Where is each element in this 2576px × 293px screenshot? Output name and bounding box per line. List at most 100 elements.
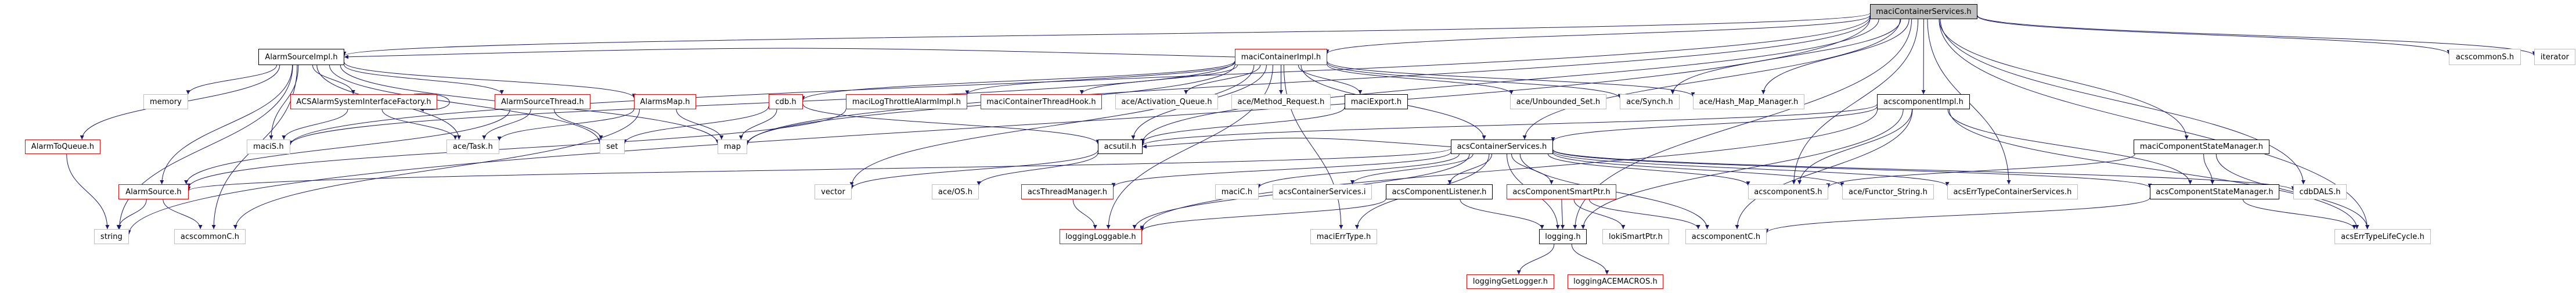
node-acsutil[interactable]: acsutil.h	[1098, 140, 1143, 154]
edge-root-to-AlarmSourceImpl	[343, 13, 1871, 56]
edge-AlarmSourceThread-to-aceTask	[482, 109, 531, 140]
edge-root-to-acscommonS	[1977, 16, 2451, 55]
node-alarm-to-queue[interactable]: AlarmToQueue.h	[25, 140, 100, 154]
node-root[interactable]: maciContainerServices.h	[1870, 4, 1977, 19]
node-ace-task: ace/Task.h	[446, 140, 499, 154]
node-label: maciContainerServices.h	[1876, 7, 1972, 16]
edge-AlarmSourceImpl-to-AlarmSource	[160, 65, 293, 185]
node-maci-export[interactable]: maciExport.h	[1345, 94, 1408, 109]
edge-acsContainerServices-to-acsComponentStateManager	[1552, 149, 2152, 188]
edge-acscomponentImpl-to-acsutil	[1140, 104, 1878, 146]
edge-ACSAlarmSystemInterfaceFactory-to-ACSAlarmSystemInterfaceFactory	[413, 93, 450, 112]
node-cdb[interactable]: cdb.h	[769, 94, 803, 109]
node-label: acsContainerServices.i	[1278, 187, 1366, 196]
node-label: loggingACEMACROS.h	[1573, 277, 1658, 286]
edge-acsComponentSmartPtr-to-logging	[1561, 199, 1565, 230]
edge-maciContainerImpl-to-maciS	[288, 61, 1235, 145]
node-acscomponent-impl[interactable]: acscomponentImpl.h	[1877, 94, 1970, 109]
edge-maciLogThrottleAlarmImpl-to-AlarmSource	[186, 109, 846, 188]
node-label: AlarmSource.h	[125, 187, 182, 196]
edge-maciContainerImpl-to-aceUnboundedSet	[1327, 64, 1514, 95]
edge-root-to-maciS	[288, 16, 1871, 145]
node-alarm-source[interactable]: AlarmSource.h	[118, 184, 189, 199]
edge-maciComponentStateManager-to-acsErrTypeLifeCycle	[2215, 153, 2370, 230]
node-label: AlarmSourceImpl.h	[265, 52, 338, 62]
node-acs-container-services[interactable]: acsContainerServices.h	[1451, 140, 1553, 154]
node-cdb-dals: cdbDALS.h	[2293, 184, 2347, 199]
node-label: iterator	[2540, 52, 2570, 62]
node-maci-container-thread-hook[interactable]: maciContainerThreadHook.h	[981, 94, 1102, 109]
node-label: ace/Unbounded_Set.h	[1516, 97, 1601, 106]
node-logging[interactable]: logging.h	[1539, 229, 1587, 244]
node-label: acsThreadManager.h	[1027, 187, 1108, 196]
edge-maciComponentStateManager-to-acscomponentS	[1826, 153, 2135, 188]
edge-AlarmsMap-to-aceTask	[497, 109, 635, 141]
edge-AlarmSourceImpl-to-ACSAlarmSystemInterfaceFactory	[312, 65, 355, 95]
node-label: acsContainerServices.h	[1457, 142, 1547, 151]
node-vector: vector	[815, 184, 852, 199]
node-alarms-map[interactable]: AlarmsMap.h	[634, 94, 696, 109]
edge-maciContainerImpl-to-maciErrType	[1283, 65, 1343, 230]
edge-root-to-maciComponentStateManager	[1939, 19, 2189, 140]
node-acs-component-state-manager[interactable]: acsComponentStateManager.h	[2150, 184, 2279, 199]
node-acscomponent-s: acscomponentS.h	[1748, 184, 1828, 199]
edge-ACSAlarmSystemInterfaceFactory-to-aceTask	[381, 109, 457, 140]
edge-maciContainerImpl-to-AlarmSourceImpl	[344, 48, 1235, 59]
node-label: acsErrTypeLifeCycle.h	[2341, 232, 2424, 241]
node-label: acsComponentListener.h	[1392, 187, 1487, 196]
edge-acscomponentImpl-to-acsContainerServices	[1551, 106, 1878, 142]
node-label: cdbDALS.h	[2299, 187, 2341, 196]
node-label: maciS.h	[253, 142, 284, 151]
node-label: loggingLoggable.h	[1065, 232, 1136, 241]
edge-maciContainerImpl-to-maciLogThrottleAlarmImpl	[965, 62, 1235, 95]
node-label: maciErrType.h	[1316, 232, 1371, 241]
edge-AlarmsMap-to-acscommonC	[233, 109, 640, 230]
node-logging-get-logger[interactable]: loggingGetLogger.h	[1467, 274, 1554, 289]
edge-AlarmSource-to-acscommonC	[163, 199, 203, 230]
edge-maciContainerImpl-to-vector	[849, 65, 1255, 187]
node-label: maciExport.h	[1350, 97, 1402, 106]
edge-AlarmSourceImpl-to-maciS	[269, 65, 299, 140]
edge-root-to-acscomponentS	[1792, 19, 1919, 185]
edge-maciContainerImpl-to-aceActivationQueue	[1184, 65, 1261, 95]
node-acs-err-type-container-services: acsErrTypeContainerServices.h	[1947, 184, 2078, 199]
node-label: ACSAlarmSystemInterfaceFactory.h	[296, 97, 431, 106]
edge-maciContainerImpl-to-cdb	[801, 60, 1235, 101]
node-maci-component-state-manager[interactable]: maciComponentStateManager.h	[2134, 140, 2269, 154]
node-label: acsutil.h	[1104, 142, 1137, 151]
node-logging-loggable[interactable]: loggingLoggable.h	[1060, 229, 1142, 244]
node-acsalarm-system-interface-factory[interactable]: ACSAlarmSystemInterfaceFactory.h	[290, 94, 437, 109]
node-acs-container-services-i: acsContainerServices.i	[1273, 184, 1372, 199]
node-maci-log-throttle-alarm-impl[interactable]: maciLogThrottleAlarmImpl.h	[846, 94, 967, 109]
node-acs-component-listener[interactable]: acsComponentListener.h	[1386, 184, 1493, 199]
edge-maciComponentStateManager-to-acsComponentStateManager	[2203, 153, 2215, 185]
node-alarm-source-thread[interactable]: AlarmSourceThread.h	[495, 94, 590, 109]
node-label: maciC.h	[1221, 187, 1253, 196]
edge-acsutil-to-vector	[849, 150, 1098, 190]
node-label: lokiSmartPtr.h	[1609, 232, 1663, 241]
edge-layer	[66, 13, 2537, 275]
edge-acsContainerServices-to-AlarmSource	[186, 148, 1451, 191]
edge-AlarmSourceImpl-to-AlarmSourceThread	[344, 65, 504, 95]
edge-acsContainerServices-to-acsComponentListener	[1447, 153, 1493, 185]
node-label: vector	[821, 187, 845, 196]
edge-root-to-aceSynch	[1670, 19, 1901, 95]
node-acs-thread-manager[interactable]: acsThreadManager.h	[1021, 184, 1114, 199]
node-label: acscommonS.h	[2455, 52, 2514, 62]
edge-root-to-aceHashMapManager	[1761, 19, 1910, 95]
edge-logging-to-loggingGetLogger	[1516, 244, 1555, 275]
node-logging-acemacros[interactable]: loggingACEMACROS.h	[1568, 274, 1663, 289]
edge-acsContainerServices-to-cdbDALS	[1552, 149, 2296, 191]
edge-acsComponentSmartPtr-to-lokiSmartPtr	[1573, 199, 1626, 230]
node-alarm-source-impl[interactable]: AlarmSourceImpl.h	[258, 49, 344, 65]
node-maci-container-impl[interactable]: maciContainerImpl.h	[1235, 49, 1327, 65]
node-label: AlarmsMap.h	[640, 97, 690, 106]
edge-acsThreadManager-to-loggingLoggable	[1072, 199, 1097, 230]
node-acs-component-smart-ptr[interactable]: acsComponentSmartPtr.h	[1507, 184, 1616, 199]
node-label: cdb.h	[775, 97, 797, 106]
edge-root-to-acsContainerServices	[1522, 19, 1901, 140]
node-label: ace/Method_Request.h	[1237, 97, 1325, 106]
edge-root-to-maciContainerImpl	[1325, 15, 1871, 54]
node-maci-c: maciC.h	[1215, 184, 1259, 199]
